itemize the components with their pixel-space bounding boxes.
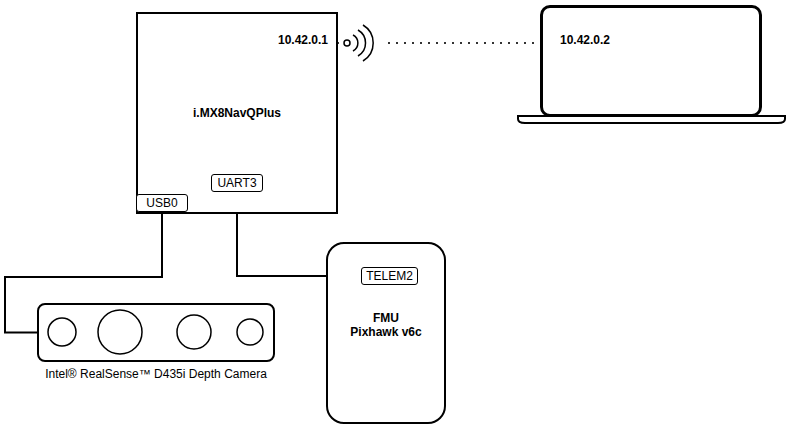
port-label: TELEM2 <box>366 269 413 283</box>
laptop-screen: 10.42.0.2 <box>540 5 762 117</box>
laptop-base <box>518 116 785 123</box>
camera-lens <box>237 319 263 345</box>
node-label: Intel® RealSense™ D435i Depth Camera <box>45 367 267 381</box>
camera-body: Intel® RealSense™ D435i Depth Camera <box>37 303 275 362</box>
node-label: FMU Pixhawk v6c <box>349 311 423 339</box>
camera-lens <box>48 318 76 346</box>
wireless-link <box>338 42 540 44</box>
port-box: TELEM2 <box>361 267 418 285</box>
wifi-arc <box>363 25 373 61</box>
board-box: UART3USB0 10.42.0.1 i.MX8NavQPlus <box>136 12 338 214</box>
port-label: USB0 <box>146 196 177 210</box>
node-label: i.MX8NavQPlus <box>138 106 336 120</box>
port-label: UART3 <box>217 176 256 190</box>
port-box: UART3 <box>211 174 263 192</box>
node-label: 10.42.0.1 <box>278 33 328 47</box>
controller-box: TELEM2FMU Pixhawk v6c <box>326 242 446 424</box>
camera-lens <box>98 310 142 354</box>
lens-illustration <box>39 305 273 360</box>
port-box: USB0 <box>136 194 188 212</box>
node-label: 10.42.0.2 <box>560 33 610 47</box>
wifi-symbol <box>344 25 373 61</box>
wifi-dot <box>344 40 350 46</box>
wifi-arc <box>358 30 366 56</box>
wifi-arc <box>353 35 358 51</box>
camera-lens <box>177 315 211 349</box>
